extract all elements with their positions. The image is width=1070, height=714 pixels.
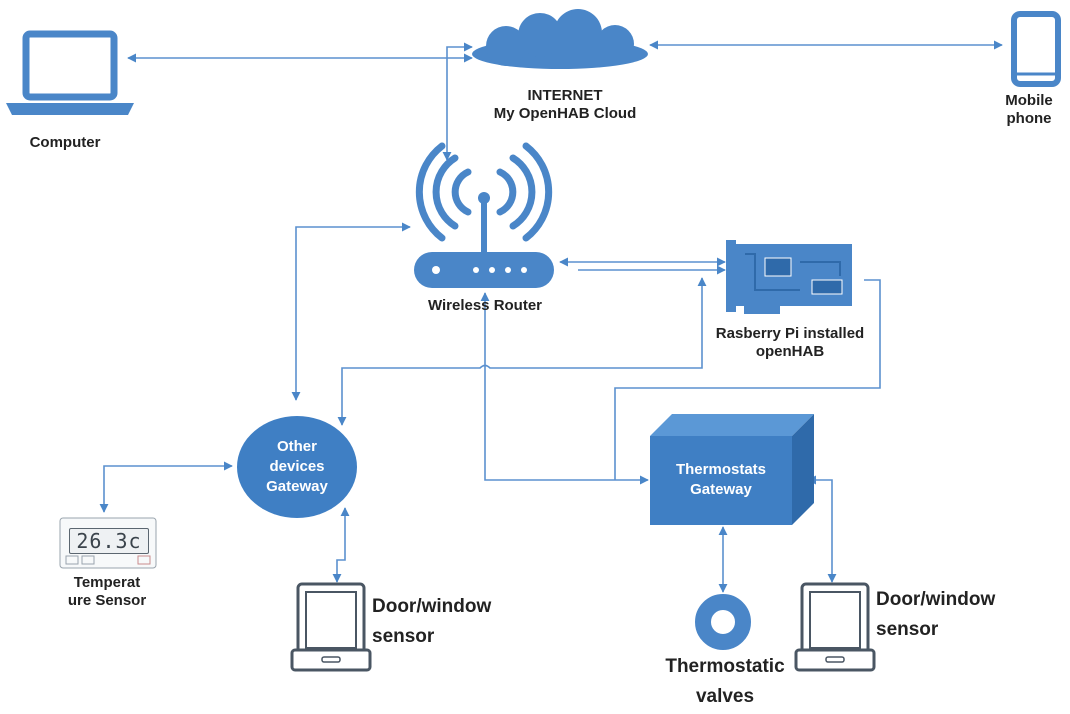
mobile-phone-label: Mobile phone bbox=[1005, 92, 1053, 127]
link-thermo-gateway-door bbox=[807, 475, 837, 583]
door-window-sensor-label: Door/window sensor bbox=[876, 589, 996, 640]
other-devices-gateway-node bbox=[237, 416, 357, 518]
connections bbox=[99, 40, 1003, 593]
link-router-thermo-gateway bbox=[480, 292, 649, 485]
internet-label: INTERNET My OpenHAB Cloud bbox=[493, 87, 637, 122]
temperature-sensor-label: Temperat ure Sensor bbox=[67, 574, 147, 609]
link-rpi-thermo-gateway bbox=[614, 279, 881, 480]
laptop-icon bbox=[6, 30, 134, 115]
raspberry-pi-label: Rasberry Pi installed openHAB bbox=[715, 325, 865, 360]
temperature-reading: 26.3c bbox=[69, 528, 149, 554]
link-router-other-gateway bbox=[291, 222, 411, 401]
wireless-router-label: Wireless Router bbox=[427, 297, 543, 314]
link-cloud-router bbox=[442, 42, 473, 161]
computer-label: Computer bbox=[29, 134, 101, 151]
tablet-icon bbox=[794, 582, 876, 672]
smartphone-icon bbox=[1011, 11, 1061, 87]
link-other-gateway-temp bbox=[99, 461, 233, 513]
wireless-router-icon bbox=[414, 142, 554, 288]
circuit-board-icon bbox=[726, 240, 852, 314]
door-window-sensor-label: Door/window sensor bbox=[372, 596, 492, 647]
thermostatic-valves-label: Thermostatic valves bbox=[665, 656, 785, 707]
thermostats-gateway-node bbox=[650, 414, 814, 525]
other-devices-gateway-label: Other devices Gateway bbox=[266, 438, 328, 495]
thermostats-gateway-label: Thermostats Gateway bbox=[675, 461, 767, 498]
tablet-icon bbox=[290, 582, 372, 672]
ring-icon bbox=[695, 594, 751, 650]
link-other-gateway-door bbox=[332, 507, 350, 583]
cloud-icon bbox=[472, 9, 648, 69]
